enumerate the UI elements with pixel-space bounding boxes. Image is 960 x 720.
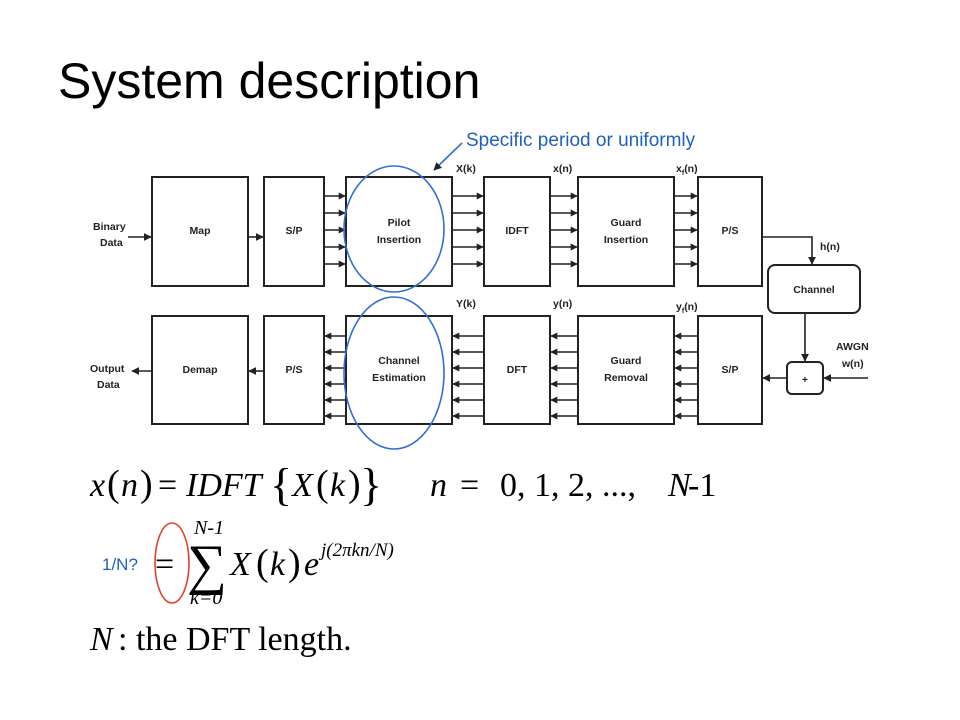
svg-text:j(2πkn/N): j(2πkn/N): [318, 540, 394, 561]
svg-text:N-1: N-1: [193, 517, 224, 539]
svg-text:): ): [288, 542, 301, 584]
svg-text:k=0: k=0: [190, 587, 222, 609]
svg-text:Estimation: Estimation: [372, 372, 426, 384]
svg-text:Channel: Channel: [378, 355, 420, 367]
svg-text:Guard: Guard: [611, 355, 642, 367]
svg-text:: the DFT length.: : the DFT length.: [118, 621, 352, 658]
ps-bottom-block: P/S: [263, 315, 325, 425]
svg-text:S/P: S/P: [286, 225, 303, 237]
svg-text:N: N: [667, 467, 693, 504]
equals-highlight-ellipse: [154, 522, 190, 604]
output-data-label: Output: [90, 363, 125, 375]
svg-text:Insertion: Insertion: [377, 234, 421, 246]
svg-text:IDFT: IDFT: [505, 225, 529, 237]
channel-block: Channel: [767, 264, 861, 314]
svg-text:{: {: [270, 459, 292, 510]
adder-block: +: [786, 361, 824, 395]
svg-text:n: n: [121, 467, 138, 504]
awgn-w-label: w(n): [841, 358, 864, 370]
idft-block: IDFT: [483, 176, 551, 287]
guard-removal-block: Guard Removal: [577, 315, 675, 425]
svg-text:IDFT: IDFT: [185, 467, 264, 504]
signal-hn: h(n): [820, 241, 840, 253]
estimation-highlight-ellipse: [343, 296, 445, 450]
svg-text:Insertion: Insertion: [604, 234, 648, 246]
svg-text:(: (: [107, 463, 120, 505]
svg-text:Map: Map: [190, 225, 211, 237]
signal-Yk: Y(k): [456, 298, 476, 310]
ps-top-block: P/S: [697, 176, 763, 287]
signal-xfn: xf(n): [676, 163, 698, 177]
signal-xn: x(n): [553, 163, 572, 175]
svg-text:Pilot: Pilot: [388, 217, 411, 229]
svg-text:P/S: P/S: [286, 364, 303, 376]
svg-text:): ): [348, 463, 361, 505]
signal-yn: y(n): [553, 298, 572, 310]
svg-text:N: N: [89, 621, 115, 658]
svg-text:P/S: P/S: [722, 225, 739, 237]
signal-yfn: yf(n): [676, 301, 698, 315]
map-block: Map: [151, 176, 249, 287]
svg-text:-1: -1: [688, 467, 716, 504]
svg-text:S/P: S/P: [722, 364, 739, 376]
binary-data-label-2: Data: [100, 237, 123, 249]
svg-text:X: X: [290, 467, 314, 504]
svg-text:(: (: [316, 463, 329, 505]
svg-text:k: k: [330, 467, 346, 504]
svg-text:Removal: Removal: [604, 372, 648, 384]
svg-text:x: x: [89, 467, 105, 504]
channel-estimation-block: Channel Estimation: [345, 315, 453, 425]
guard-insertion-block: Guard Insertion: [577, 176, 675, 287]
annotation-arrow: [433, 142, 463, 171]
svg-text:(: (: [256, 542, 269, 584]
awgn-label: AWGN: [836, 341, 869, 353]
svg-text:e: e: [304, 546, 319, 583]
svg-text:Guard: Guard: [611, 217, 642, 229]
svg-text:Demap: Demap: [182, 364, 217, 376]
equation-idft: x ( n ) = IDFT { X ( k ) }: [89, 459, 382, 510]
dft-block: DFT: [483, 315, 551, 425]
definition-N: N : the DFT length.: [89, 621, 352, 658]
svg-text:=: =: [460, 467, 479, 504]
recip-note: 1/N?: [102, 555, 138, 574]
equation-sum: = N-1 ∑ k=0 X ( k ) e j(2πkn/N): [154, 517, 394, 609]
equation-range: n = 0, 1, 2, ..., N -1: [430, 467, 716, 504]
signal-Xk: X(k): [456, 163, 476, 175]
pilot-highlight-ellipse: [343, 165, 445, 293]
svg-text:X: X: [228, 546, 252, 583]
svg-text:Channel: Channel: [793, 284, 835, 296]
svg-text:=: =: [155, 546, 174, 583]
demap-block: Demap: [151, 315, 249, 425]
svg-text:+: +: [802, 374, 808, 386]
binary-data-label: Binary: [93, 221, 126, 233]
annotation-text: Specific period or uniformly: [466, 130, 696, 151]
sp-bottom-block: S/P: [697, 315, 763, 425]
svg-text:): ): [140, 463, 153, 505]
svg-text:n: n: [430, 467, 447, 504]
svg-text:k: k: [270, 546, 286, 583]
svg-text:DFT: DFT: [507, 364, 528, 376]
sp-top-block: S/P: [263, 176, 325, 287]
svg-text:}: }: [360, 459, 382, 510]
output-data-label-2: Data: [97, 379, 120, 391]
slide-title: System description: [58, 53, 481, 109]
svg-text:∑: ∑: [187, 534, 227, 596]
svg-text:0, 1, 2, ...,: 0, 1, 2, ...,: [500, 467, 636, 504]
svg-text:=: =: [158, 467, 177, 504]
